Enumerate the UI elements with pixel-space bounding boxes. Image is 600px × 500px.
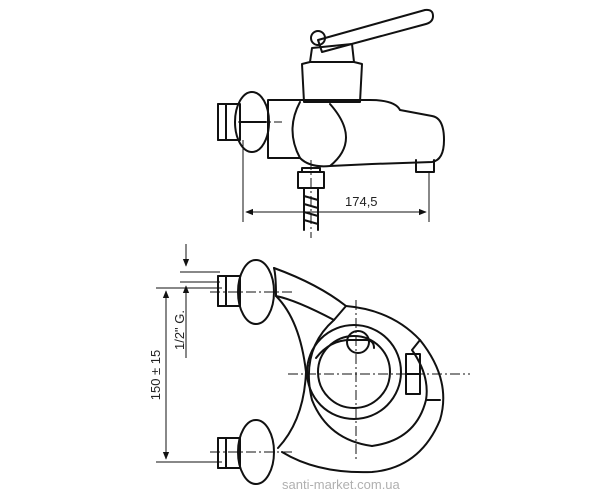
- width-dimension: [242, 140, 430, 222]
- front-view: [217, 259, 445, 485]
- thread-label: 1/2" G.: [172, 310, 187, 350]
- lever-top-knob: [346, 330, 370, 354]
- thread-dimension: [180, 244, 220, 358]
- lever-handle: [317, 8, 434, 53]
- crescent-outer: [281, 305, 445, 474]
- spout-outlet: [415, 159, 435, 173]
- lever-knob: [310, 30, 326, 46]
- width-label: 174,5: [345, 194, 378, 209]
- crescent-body: [273, 267, 347, 321]
- lever-circle: [317, 335, 391, 409]
- side-view: [217, 8, 445, 231]
- height-dimension: [156, 287, 222, 463]
- height-label: 150 ± 15: [148, 350, 163, 401]
- watermark: santi-market.com.ua: [282, 477, 401, 492]
- mixer-body: [267, 99, 445, 168]
- cartridge-body: [301, 43, 363, 103]
